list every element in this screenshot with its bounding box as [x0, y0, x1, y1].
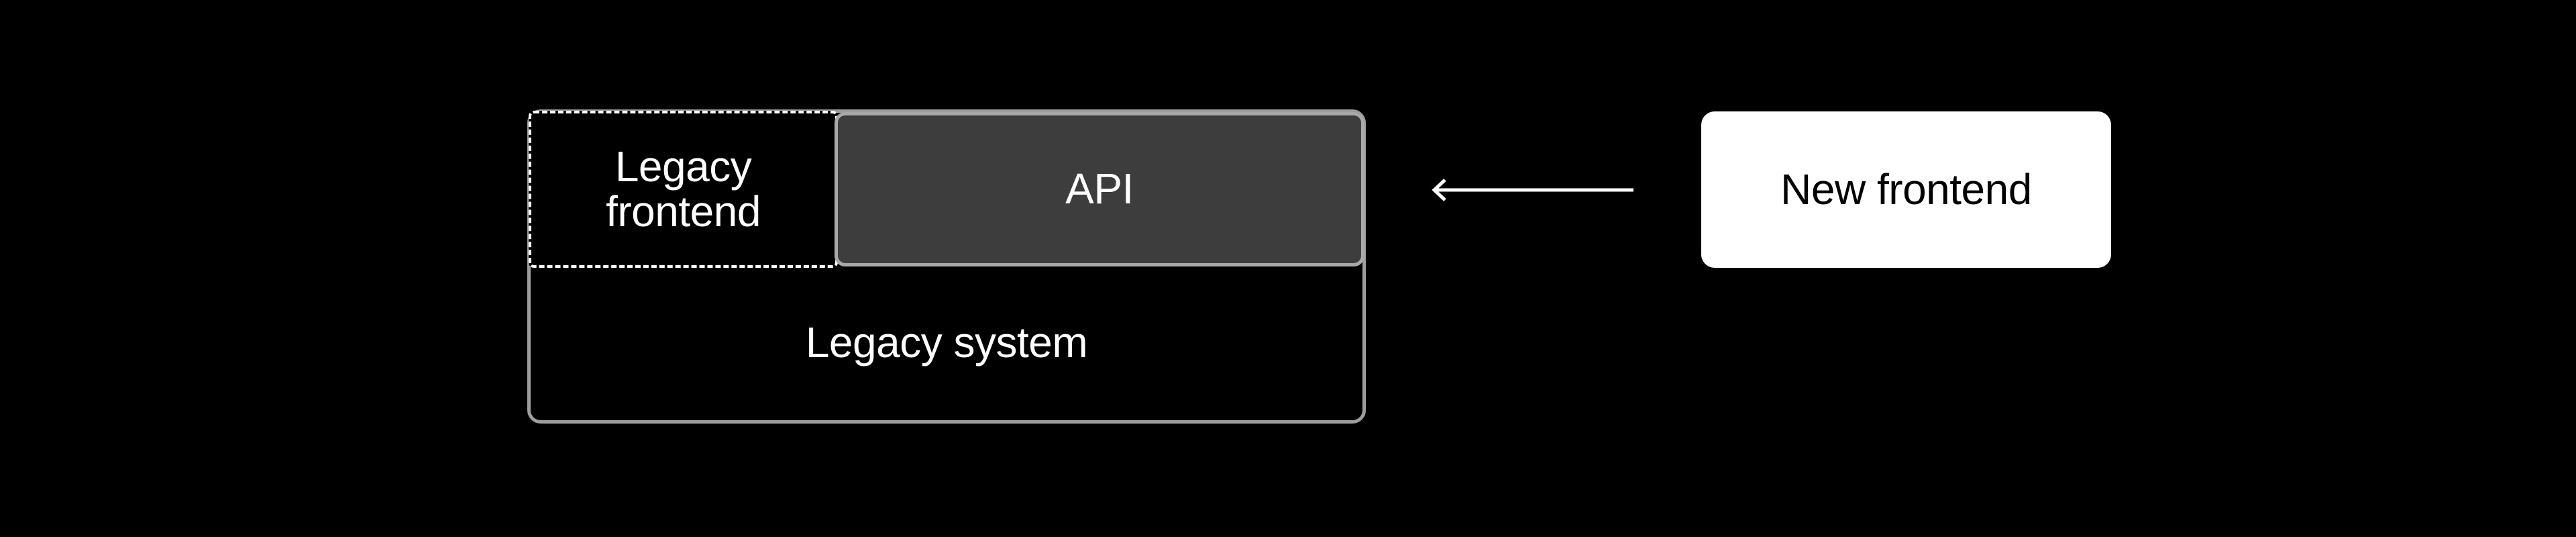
legacy-frontend-label: Legacy frontend [606, 142, 761, 236]
arrow-left-icon [1429, 174, 1644, 206]
legacy-frontend-box: Legacy frontend [529, 111, 838, 268]
new-frontend-box: New frontend [1701, 111, 2111, 268]
legacy-system-label-area: Legacy system [531, 266, 1362, 420]
legacy-system-label: Legacy system [805, 318, 1088, 367]
api-label: API [1065, 164, 1134, 213]
api-box: API [835, 112, 1364, 266]
new-frontend-label: New frontend [1780, 164, 2032, 213]
legacy-system-box: Legacy frontend API Legacy system [527, 109, 1366, 424]
